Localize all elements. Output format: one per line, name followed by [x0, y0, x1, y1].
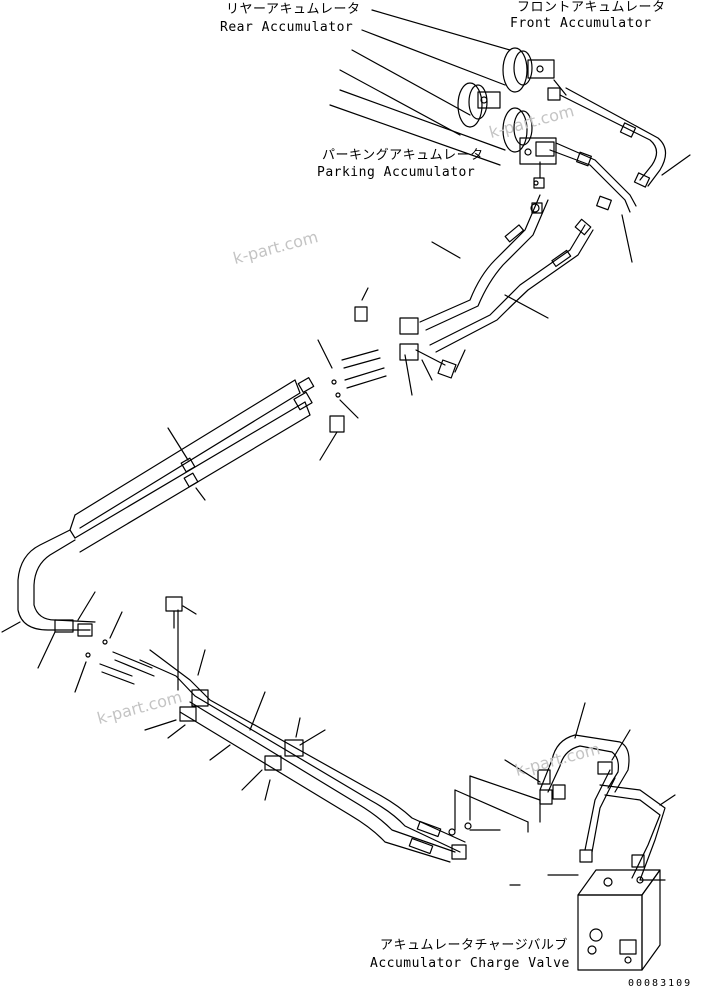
small-hardware: [530, 180, 540, 213]
front-accumulator-label-en: Front Accumulator: [510, 16, 652, 31]
lower-left-fittings: [99, 596, 197, 685]
rear-accumulator-label-en: Rear Accumulator: [220, 20, 354, 35]
upper-clamps: [317, 287, 466, 461]
lower-hoses: [139, 609, 467, 863]
left-loop-tubes: [1, 529, 123, 693]
charge-valve-label-en: Accumulator Charge Valve: [370, 956, 570, 971]
charge-valve-label-jp: アキュムレータチャージバルブ: [380, 938, 568, 953]
front-accumulator: [361, 9, 567, 101]
front-accumulator-label-jp: フロントアキュムレータ: [517, 0, 666, 15]
upper-hoses: [419, 194, 594, 353]
rear-accumulator-label-jp: リヤーアキュムレータ: [226, 2, 361, 17]
charge-valve-pipes: [448, 702, 676, 881]
parking-accumulator: [329, 89, 557, 189]
rear-accumulator: [339, 49, 501, 136]
tube-bundle: [69, 377, 315, 553]
accumulator-charge-valve: [509, 869, 666, 971]
accumulator-return-lines: [549, 87, 691, 263]
parking-accumulator-label-en: Parking Accumulator: [317, 165, 476, 180]
parking-accumulator-label-jp: パーキングアキュムレータ: [322, 148, 484, 163]
drawing-code: 00083109: [628, 978, 693, 989]
